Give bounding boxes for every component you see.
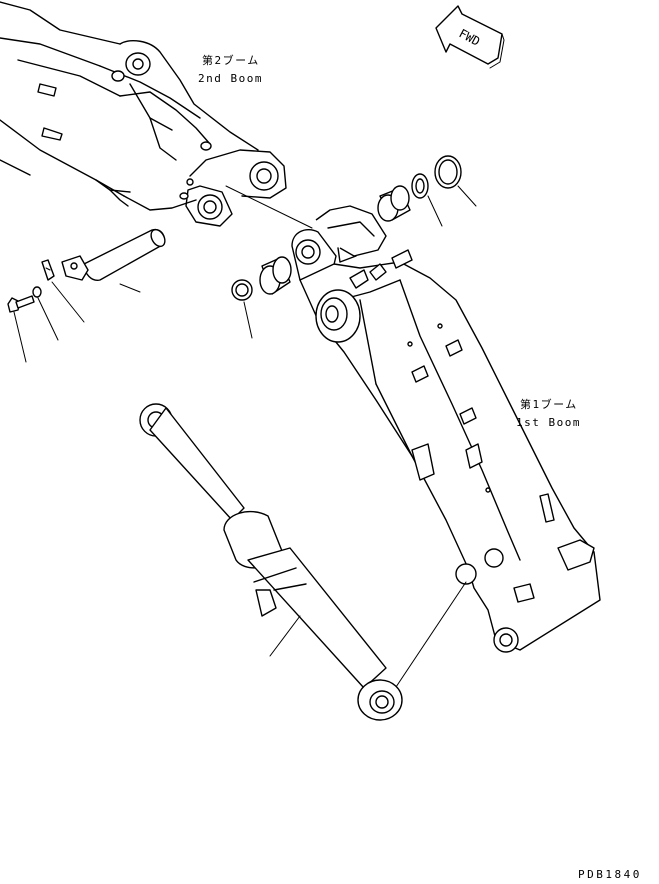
shim-right [411,173,429,199]
lock-plate [41,259,55,281]
forward-arrow-icon [435,5,505,69]
bushing-right [377,185,411,222]
bushing-left [259,256,292,295]
dust-seal-ring [434,155,462,189]
second-boom [0,1,313,229]
second-boom-label-jp: 第2ブーム [202,53,260,67]
pin [61,228,166,281]
first-boom-label-jp: 第1ブーム [520,397,578,411]
second-boom-label-en: 2nd Boom [198,72,263,85]
shim-left [231,279,253,301]
drawing-code: PDB1840 [578,868,642,881]
bolt [7,295,35,313]
washer [32,286,42,298]
first-boom-label-en: 1st Boom [516,416,581,429]
boom-cylinder [139,403,403,721]
first-boom [291,205,601,691]
